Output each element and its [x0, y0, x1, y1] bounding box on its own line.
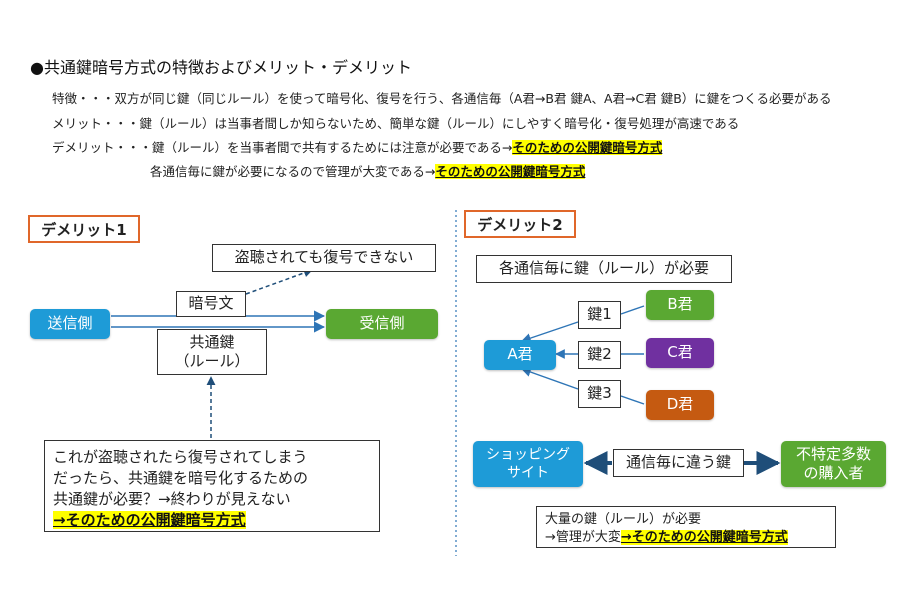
left-note-highlight: →そのための公開鍵暗号方式	[53, 511, 246, 529]
right-header-box: 各通信毎に鍵（ルール）が必要	[476, 255, 732, 283]
right-note: 大量の鍵（ルール）が必要 →管理が大変→そのための公開鍵暗号方式	[536, 506, 836, 548]
demerit-line-2: 各通信毎に鍵が必要になるので管理が大変である→そのための公開鍵暗号方式	[150, 161, 586, 180]
demerit-line-1-text: デメリット・・・鍵（ルール）を当事者間で共有するためには注意が必要である→	[52, 140, 513, 155]
demerit-line-1: デメリット・・・鍵（ルール）を当事者間で共有するためには注意が必要である→そのた…	[52, 137, 663, 156]
demerit-line-1-highlight: そのための公開鍵暗号方式	[512, 140, 663, 155]
right-note-line2: →管理が大変	[545, 529, 621, 545]
left-note-text: これが盗聴されたら復号されてしまう だったら、共通鍵を暗号化するための 共通鍵が…	[53, 448, 309, 508]
a-kun-box: A君	[484, 340, 556, 370]
keys-each-box: 通信毎に違う鍵	[613, 449, 744, 477]
demerit-line-2-text: 各通信毎に鍵が必要になるので管理が大変である→	[150, 164, 436, 179]
key1-box: 鍵1	[578, 301, 621, 329]
left-note: これが盗聴されたら復号されてしまう だったら、共通鍵を暗号化するための 共通鍵が…	[44, 440, 380, 532]
receiver-box: 受信側	[326, 309, 438, 339]
key3-to-d-line	[620, 395, 645, 405]
shopping-site-box: ショッピング サイト	[473, 441, 583, 487]
sender-box: 送信側	[30, 309, 110, 339]
buyers-box: 不特定多数 の購入者	[781, 441, 886, 487]
eavesdrop-arrow	[245, 268, 313, 295]
c-kun-box: C君	[646, 338, 714, 368]
key3-to-a-line	[521, 367, 579, 390]
merit-line: メリット・・・鍵（ルール）は当事者間しか知らないため、簡単な鍵（ルール）にしやす…	[52, 116, 740, 131]
common-key-box: 共通鍵 （ルール）	[157, 329, 267, 375]
eavesdrop-note: 盗聴されても復号できない	[212, 244, 436, 272]
key3-box: 鍵3	[578, 380, 621, 408]
key2-box: 鍵2	[578, 341, 621, 369]
right-note-line1: 大量の鍵（ルール）が必要	[545, 512, 702, 527]
demerit1-label: デメリット1	[28, 215, 140, 243]
key1-to-b-line	[620, 305, 645, 315]
d-kun-box: D君	[646, 390, 714, 420]
b-kun-box: B君	[646, 290, 714, 320]
ciphertext-box: 暗号文	[176, 291, 246, 317]
demerit-line-2-highlight: そのための公開鍵暗号方式	[435, 164, 586, 179]
demerit2-label: デメリット2	[464, 210, 576, 238]
page-title: ●共通鍵暗号方式の特徴およびメリット・デメリット	[30, 58, 412, 77]
key1-to-a-line	[521, 321, 579, 343]
right-note-highlight: →そのための公開鍵暗号方式	[620, 529, 788, 545]
feature-line: 特徴・・・双方が同じ鍵（同じルール）を使って暗号化、復号を行う、各通信毎（A君→…	[52, 91, 832, 106]
